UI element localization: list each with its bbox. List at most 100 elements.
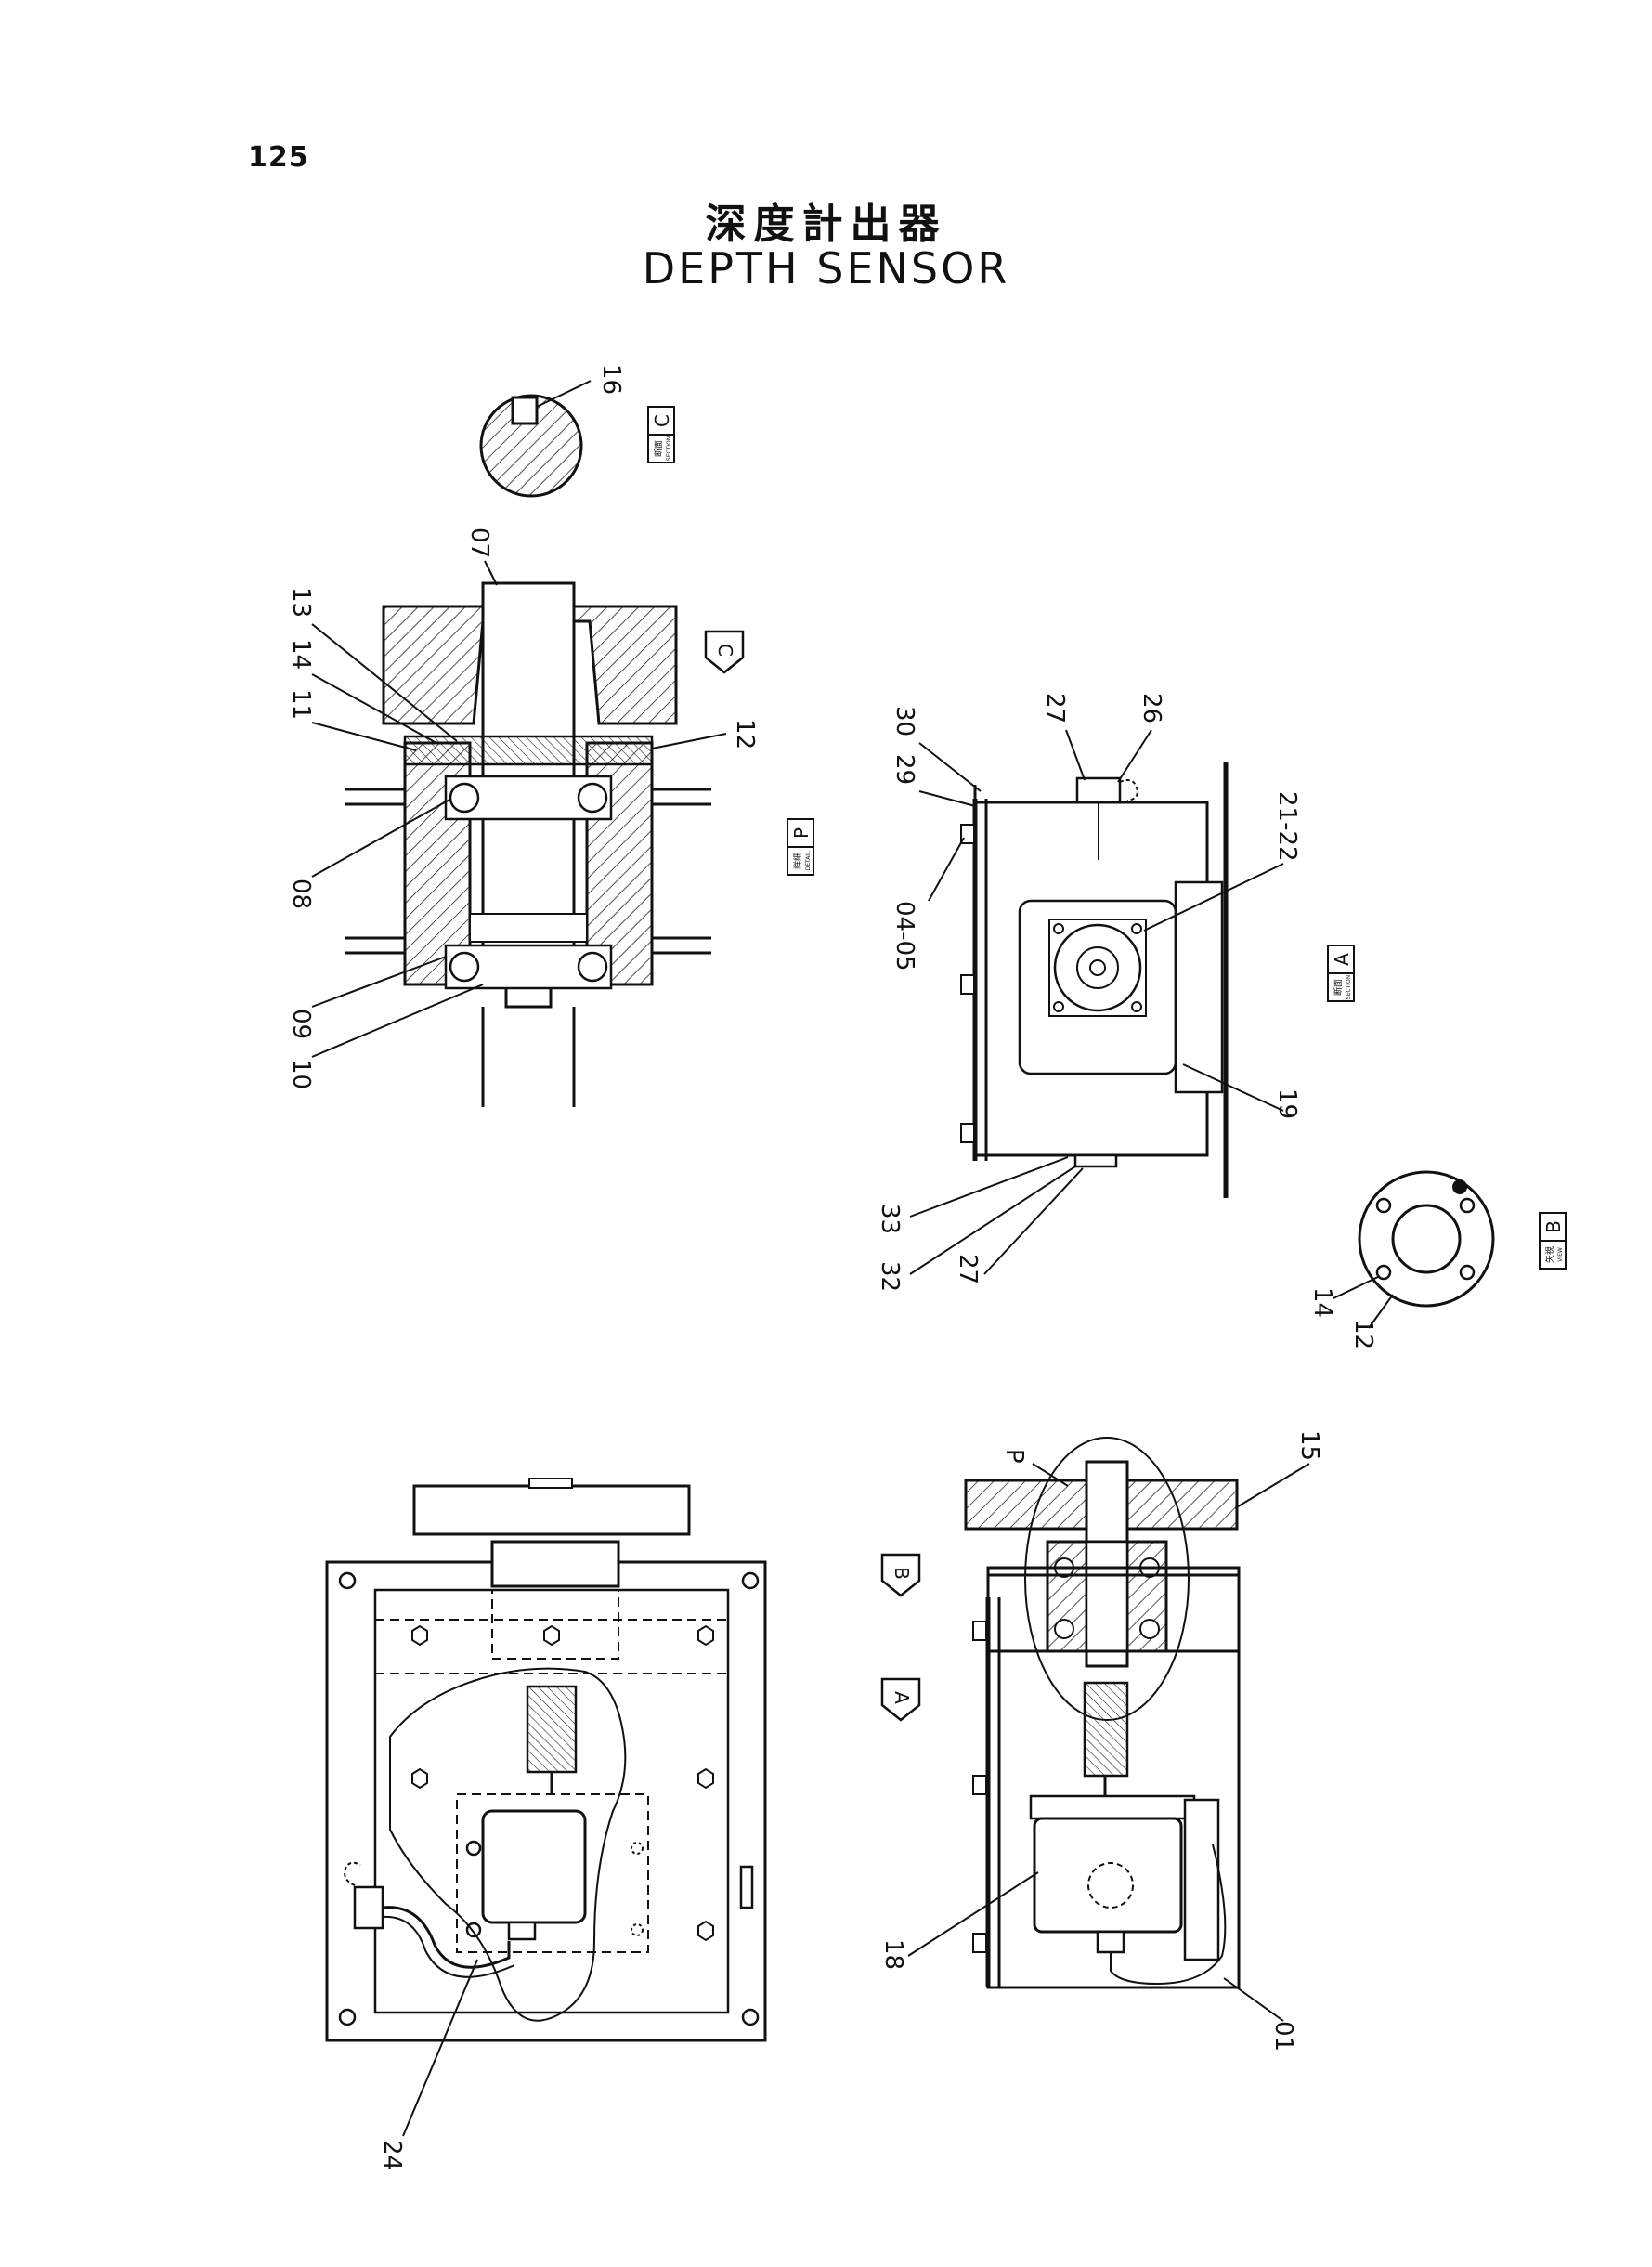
side-ball-4 [1139,1619,1160,1639]
motor-bolt-4 [631,1923,644,1936]
part-label: 30 [891,706,918,736]
leader-26 [1117,729,1152,783]
part-label: 33 [876,1204,904,1234]
tag-a-small: SECTION [1346,975,1352,999]
bolt-mid [960,974,975,995]
flange-hole-1 [1375,1197,1392,1214]
part-label: 09 [287,1009,315,1039]
tag-detail-p: 詳細 DETAIL P [787,818,814,876]
part-label: 29 [891,754,918,785]
leader-21-22 [1143,863,1284,932]
ball-upper-left [449,782,480,814]
leader-24 [402,1959,478,2137]
corner-hole-bl [338,2008,357,2026]
part-label: 01 [1269,2021,1297,2052]
tag-c-small: SECTION [666,436,672,461]
leader-08 [311,798,452,878]
leader-19 [1182,1063,1284,1112]
tag-a-letter: A [1331,953,1353,966]
section-arrow-a: A [880,1677,921,1722]
connector-bottom [1073,1153,1118,1168]
part-label: 27 [1041,693,1069,723]
seal-ring [403,735,654,766]
leader-12 [651,733,727,749]
screw-2 [1131,923,1142,934]
side-motor-gland [1096,1930,1125,1954]
hex-bolt-5 [697,1767,714,1790]
part-label: 11 [287,689,315,720]
hex-bolt-6 [697,1920,714,1942]
cable [382,1906,511,1969]
leader-16 [536,380,592,408]
side-bolt-3 [972,1933,987,1953]
motor-body-side [1174,880,1224,1094]
side-latch [739,1865,754,1909]
tag-p-small: DETAIL [805,851,812,870]
part-label: 15 [1295,1430,1323,1461]
tag-b-letter: B [1542,1220,1565,1233]
side-motor-flange [1029,1794,1196,1820]
flange-hole-2 [1459,1197,1476,1214]
part-label: 13 [287,587,315,618]
tag-view-b: 矢視 VIEW B [1539,1212,1567,1270]
leader-04-05 [928,837,965,902]
part-label: 19 [1273,1088,1301,1119]
leader-18 [907,1871,1039,1957]
leader-29 [918,790,976,807]
section-c-view [479,380,592,498]
part-label: 32 [876,1261,904,1292]
cutaway-outline [389,1667,627,2022]
motor-plate [456,1793,649,1953]
hub-dashed [491,1589,619,1660]
connector-top [1075,776,1122,804]
side-bolt-2 [972,1775,987,1795]
tag-c-kanji: 断面 [653,440,664,457]
part-label: 18 [879,1939,907,1970]
arrow-b-letter: B [891,1567,913,1580]
leader-p [1032,1463,1069,1487]
screw-3 [1053,1001,1064,1012]
part-label: 12 [731,719,759,749]
hex-bolt-1 [411,1624,428,1647]
tag-c-letter: C [651,414,673,427]
ball-lower-left [449,951,480,983]
coupling [526,1685,578,1774]
motor-shaft-dot [1089,959,1106,976]
flange-hole-3 [1375,1264,1392,1281]
side-housing-bore [1085,1540,1129,1653]
corner-hole-br [741,2008,760,2026]
leader-09 [311,956,447,1008]
inner-frame [373,1588,730,2014]
motor-gland [507,1921,537,1941]
ball-lower-right [577,951,608,983]
flange-top [382,605,678,725]
ball-upper-right [577,782,608,814]
wheel-hub [528,1478,573,1489]
part-label: 27 [954,1254,982,1284]
part-label: 12 [1349,1319,1377,1349]
section-arrow-c: C [704,630,745,674]
section-a-view [909,729,1284,1275]
connector-side [353,1885,384,1930]
tag-p-kanji: 詳細 [792,853,803,869]
side-motor-body [1033,1817,1183,1934]
leader-07 [484,560,498,586]
screw-4 [1131,1001,1142,1012]
view-b-view [1333,1170,1495,1329]
corner-hole-tr [741,1571,760,1590]
tag-p-letter: P [790,827,813,839]
leader-01 [1223,1977,1284,2022]
flange-pin [1452,1179,1467,1194]
page-number: 125 [248,141,309,174]
assembly-side-view [907,1437,1310,2022]
tag-b-small: VIEW [1557,1247,1564,1262]
flange-hole-4 [1459,1264,1476,1281]
motor-bolt-1 [465,1840,482,1857]
connector-side-chain [344,1861,361,1886]
leader-32 [909,1166,1076,1275]
tag-a-kanji: 断面 [1333,979,1344,996]
side-ball-3 [1054,1619,1074,1639]
flange-face-bore [1391,1204,1462,1274]
leader-11 [311,722,417,751]
